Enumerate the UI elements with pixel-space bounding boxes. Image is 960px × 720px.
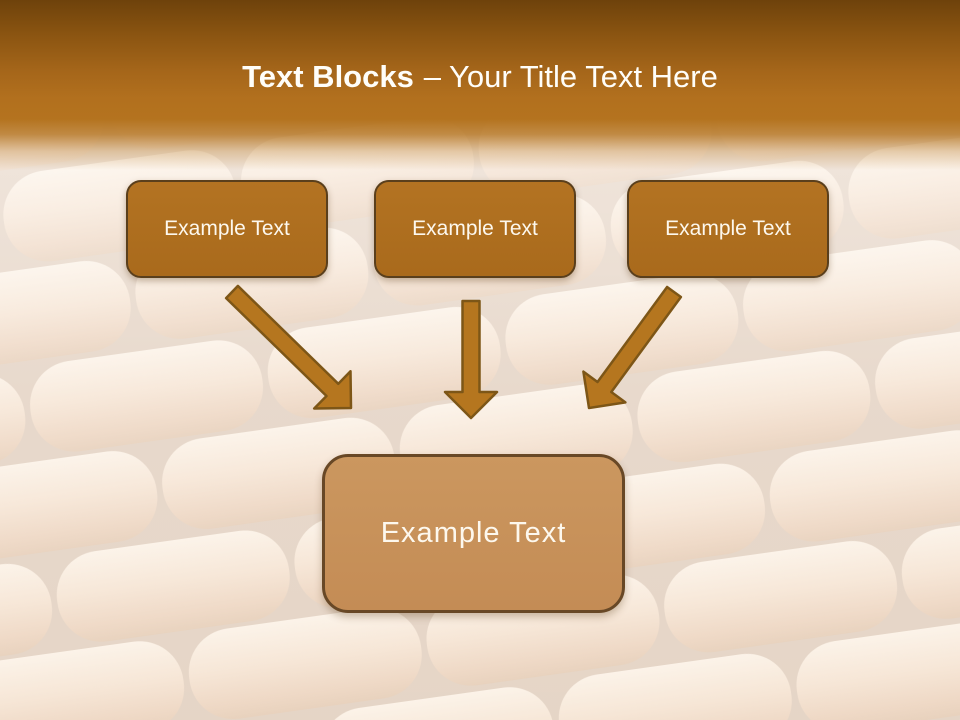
text-block-2-label: Example Text <box>412 217 538 240</box>
text-block-3: Example Text <box>627 180 829 278</box>
text-block-2: Example Text <box>374 180 576 278</box>
result-block: Example Text <box>322 454 625 613</box>
header-band <box>0 0 960 170</box>
title-regular-text: – Your Title Text Here <box>423 59 718 94</box>
text-block-3-label: Example Text <box>665 217 791 240</box>
slide-title: Text Blocks – Your Title Text Here <box>0 53 960 101</box>
title-bold-text: Text Blocks <box>242 59 414 94</box>
text-block-1-label: Example Text <box>164 217 290 240</box>
text-block-1: Example Text <box>126 180 328 278</box>
result-block-label: Example Text <box>380 517 567 549</box>
